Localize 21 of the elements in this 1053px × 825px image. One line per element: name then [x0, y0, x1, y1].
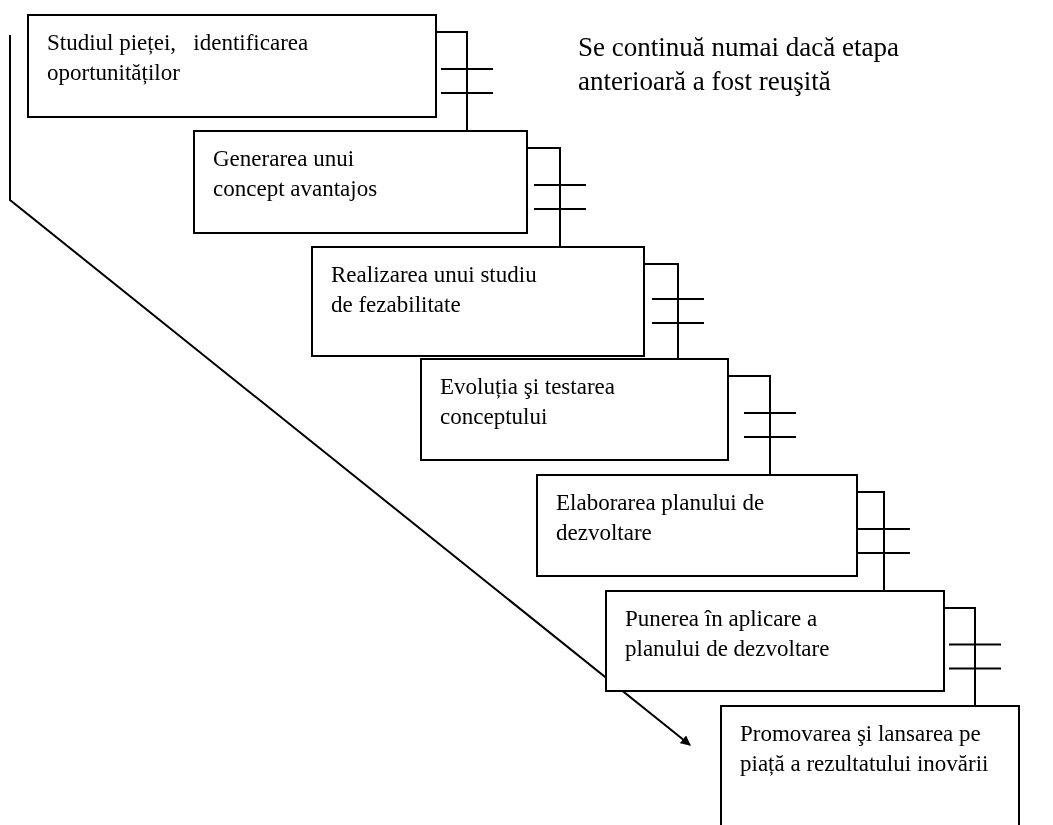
step-text: Promovarea şi lansarea pe piață a rezultatului inovării: [740, 720, 990, 778]
connector-with-gate-symbol: [527, 147, 561, 247]
process-box: [27, 14, 437, 118]
step-text: Elaborarea planului de dezvoltare: [556, 489, 766, 547]
connector-with-gate-symbol: [436, 31, 468, 131]
process-box: [536, 474, 858, 577]
step-text: Studiul pieței, identificarea oportunităților: [47, 29, 310, 87]
note-text: Se continuă numai dacă etapa anterioară a fost reuşită: [578, 31, 900, 98]
process-box: [720, 705, 1020, 825]
process-box: [193, 130, 528, 234]
step-text: Generarea unui concept avantajos: [213, 145, 379, 203]
step-text: Punerea în aplicare a planului de dezvoltare: [625, 605, 831, 663]
connector-with-gate-symbol: [857, 491, 885, 591]
step-text: Evoluția şi testarea conceptului: [440, 373, 616, 431]
process-box: [420, 358, 729, 461]
process-box: [311, 246, 645, 357]
connector-with-gate-symbol: [728, 375, 771, 475]
process-box: [605, 590, 945, 692]
connector-with-gate-symbol: [644, 263, 679, 359]
connector-with-gate-symbol: [944, 607, 976, 706]
step-text: Realizarea unui studiu de fezabilitate: [331, 261, 538, 319]
